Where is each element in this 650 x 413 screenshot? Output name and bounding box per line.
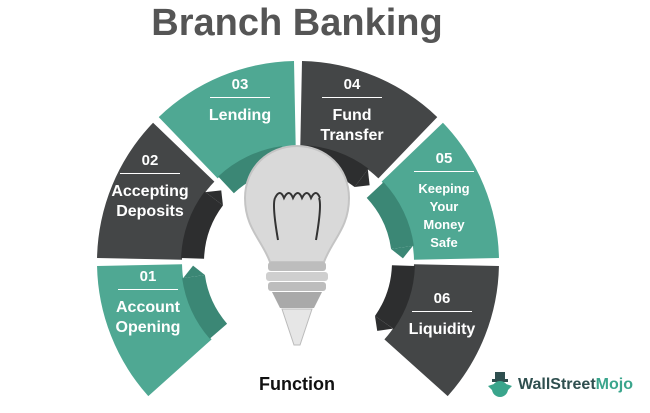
page-title: Branch Banking (151, 2, 443, 44)
segment-arrow-notch (374, 315, 393, 331)
logo-mascot-icon (488, 372, 512, 397)
segment-label: Lending (208, 107, 272, 124)
segment-number: 04 (343, 76, 361, 93)
segment-number: 03 (231, 76, 249, 93)
segment-fund-transfer (300, 61, 438, 179)
segment-inner-band (181, 191, 223, 259)
segment-inner-band (366, 182, 414, 249)
segment-arrow-notch (354, 169, 370, 187)
lightbulb-icon (243, 144, 351, 346)
divider (120, 173, 180, 174)
segment-number: 06 (433, 290, 451, 307)
segment-inner-band (374, 265, 415, 330)
segment-account-opening (97, 264, 212, 397)
segment-label: Accepting Deposits (111, 183, 189, 220)
divider (210, 97, 270, 98)
divider (414, 171, 474, 172)
segment-arrow-notch (391, 245, 413, 259)
segment-number: 02 (141, 152, 159, 169)
segment-arrow-notch (183, 265, 205, 279)
segment-inner-band (182, 275, 228, 339)
divider (412, 311, 472, 312)
segment-keeping-money-safe (381, 122, 499, 260)
segment-label: Keeping Your Money Safe (418, 181, 470, 250)
divider (118, 289, 178, 290)
segment-accepting-deposits (97, 122, 215, 260)
segment-label: Fund Transfer (320, 107, 384, 144)
function-label: Function (259, 374, 335, 394)
segment-label: Liquidity (408, 321, 476, 338)
logo-text-mojo: Mojo (595, 376, 633, 393)
wallstreetmojo-logo: WallStreetMojo (486, 370, 633, 400)
logo-text-wallstreet: WallStreet (518, 376, 596, 393)
segment-number: 05 (435, 150, 453, 167)
segment-liquidity (384, 264, 499, 397)
segment-label: Account Opening (115, 299, 181, 336)
divider (322, 97, 382, 98)
segment-number: 01 (139, 268, 157, 285)
segment-arrow-notch (205, 190, 223, 206)
segment-lending (158, 61, 296, 179)
